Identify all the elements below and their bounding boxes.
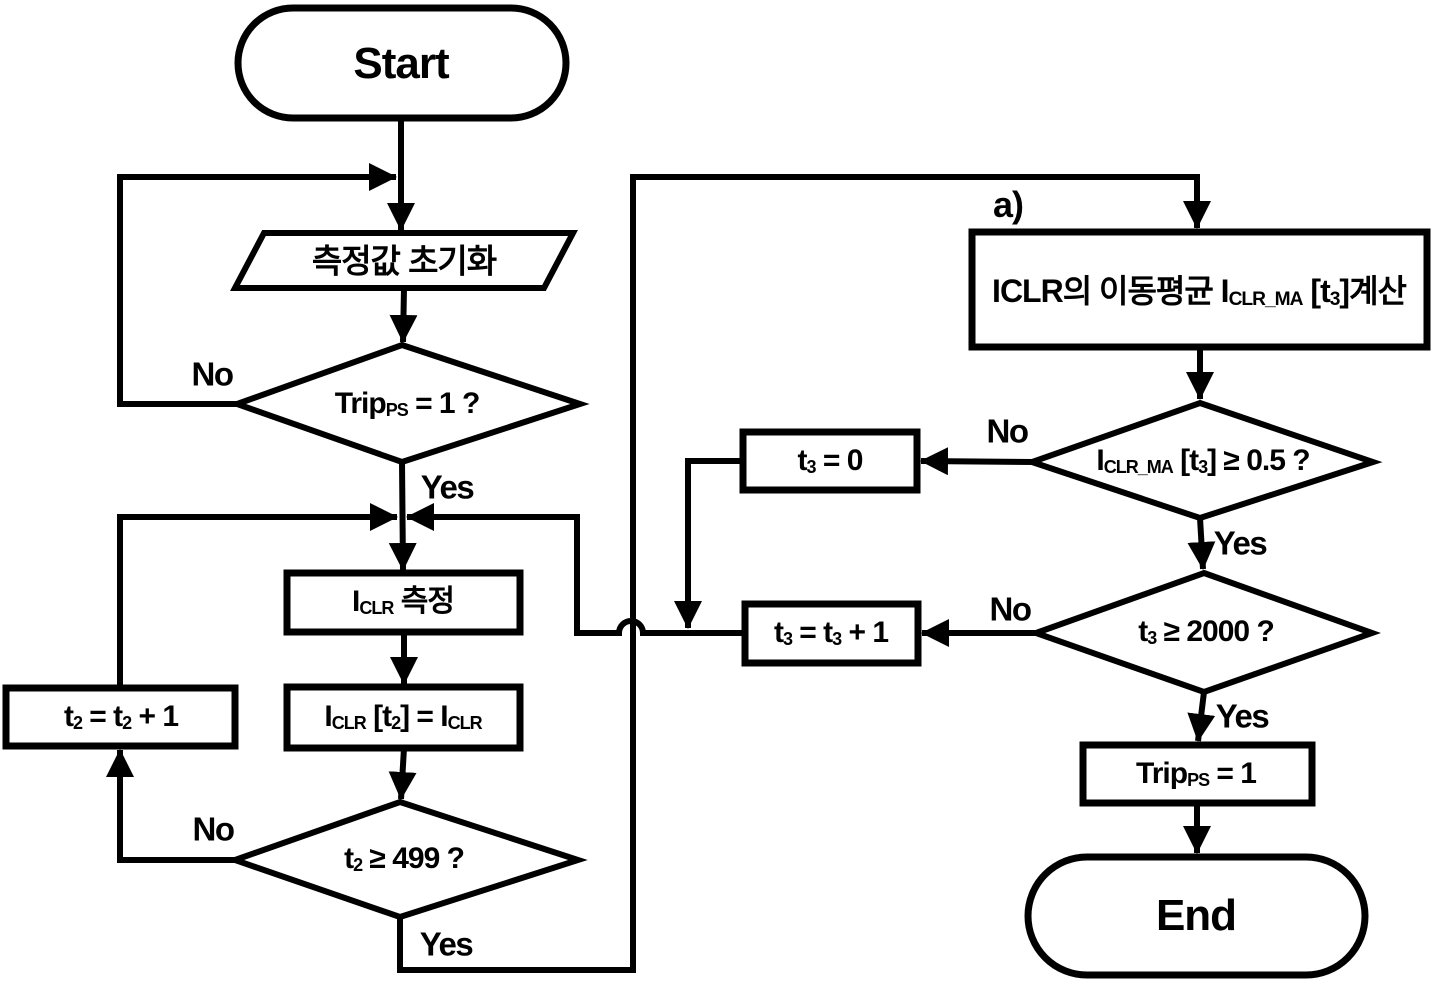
trip-yes-label: Yes: [420, 468, 475, 506]
edge-t2q-yes-to-macalc: [397, 174, 1211, 973]
measure-process-shape: [283, 569, 524, 636]
t3-increment-process-shape: [741, 600, 922, 667]
trip-decision-shape: [228, 341, 590, 466]
end-label: End: [1155, 891, 1237, 940]
measure-label: ICLR 측정: [352, 585, 455, 619]
end-terminal-shape: [1024, 853, 1369, 979]
init-parallelogram-shape: [230, 230, 578, 291]
t3-yes-label: Yes: [1215, 697, 1270, 735]
moving-average-process-shape: [968, 228, 1431, 351]
t3-question-label: t3 ≥ 2000 ?: [1138, 615, 1275, 649]
store-label: ICLR [t2] = ICLR: [324, 700, 482, 734]
t2-decision-shape: [225, 798, 588, 921]
edge-store-to-t2q: [388, 747, 417, 800]
edge-t3inc-loop-to-junction: [406, 503, 745, 636]
trip-set-process-shape: [1079, 741, 1316, 807]
edge-trip-no-loop: [117, 163, 397, 407]
ma-decision-shape: [1022, 399, 1383, 522]
trip-set-label: TripPS = 1: [1136, 757, 1257, 791]
init-label: 측정값 초기화: [311, 242, 497, 280]
ma-yes-label: Yes: [1213, 524, 1268, 562]
start-label: Start: [353, 39, 449, 88]
edge-trip-yes-to-measure: [388, 461, 417, 571]
t3-zero-label: t3 = 0: [797, 444, 864, 478]
start-terminal-shape: [234, 4, 570, 122]
edge-t3q-yes-to-tripset: [1187, 691, 1216, 742]
trip-question-label: TripPS = 1 ?: [334, 387, 481, 421]
t2-increment-label: t2 = t2 + 1: [63, 700, 179, 734]
t3-decision-shape: [1027, 569, 1381, 696]
edge-maq-yes-to-t3q: [1187, 517, 1216, 570]
edge-maq-no-to-t3zero: [920, 447, 1035, 476]
ma-question-label: ICLR_MA [t3] ≥ 0.5 ?: [1096, 444, 1310, 478]
t2-question-label: t2 ≥ 499 ?: [344, 842, 465, 876]
ma-no-label: No: [986, 412, 1030, 450]
t2-no-label: No: [192, 810, 236, 848]
edge-t2inc-loop-to-junction: [117, 503, 398, 686]
t3-zero-process-shape: [739, 428, 921, 494]
edge-t2q-no-to-t2inc: [106, 749, 238, 863]
moving-average-label: ICLR의 이동평균 ICLR_MA [t3]계산: [992, 273, 1407, 311]
t3-no-label: No: [989, 590, 1033, 628]
t3-increment-label: t3 = t3 + 1: [773, 616, 889, 650]
edge-init-to-trip: [389, 287, 418, 343]
store-process-shape: [283, 683, 524, 752]
t2-yes-label: Yes: [419, 925, 474, 963]
edge-t3zero-to-loop: [674, 458, 744, 629]
trip-no-label: No: [191, 355, 235, 393]
t2-increment-process-shape: [2, 684, 239, 750]
section-a-label: a): [992, 184, 1024, 225]
